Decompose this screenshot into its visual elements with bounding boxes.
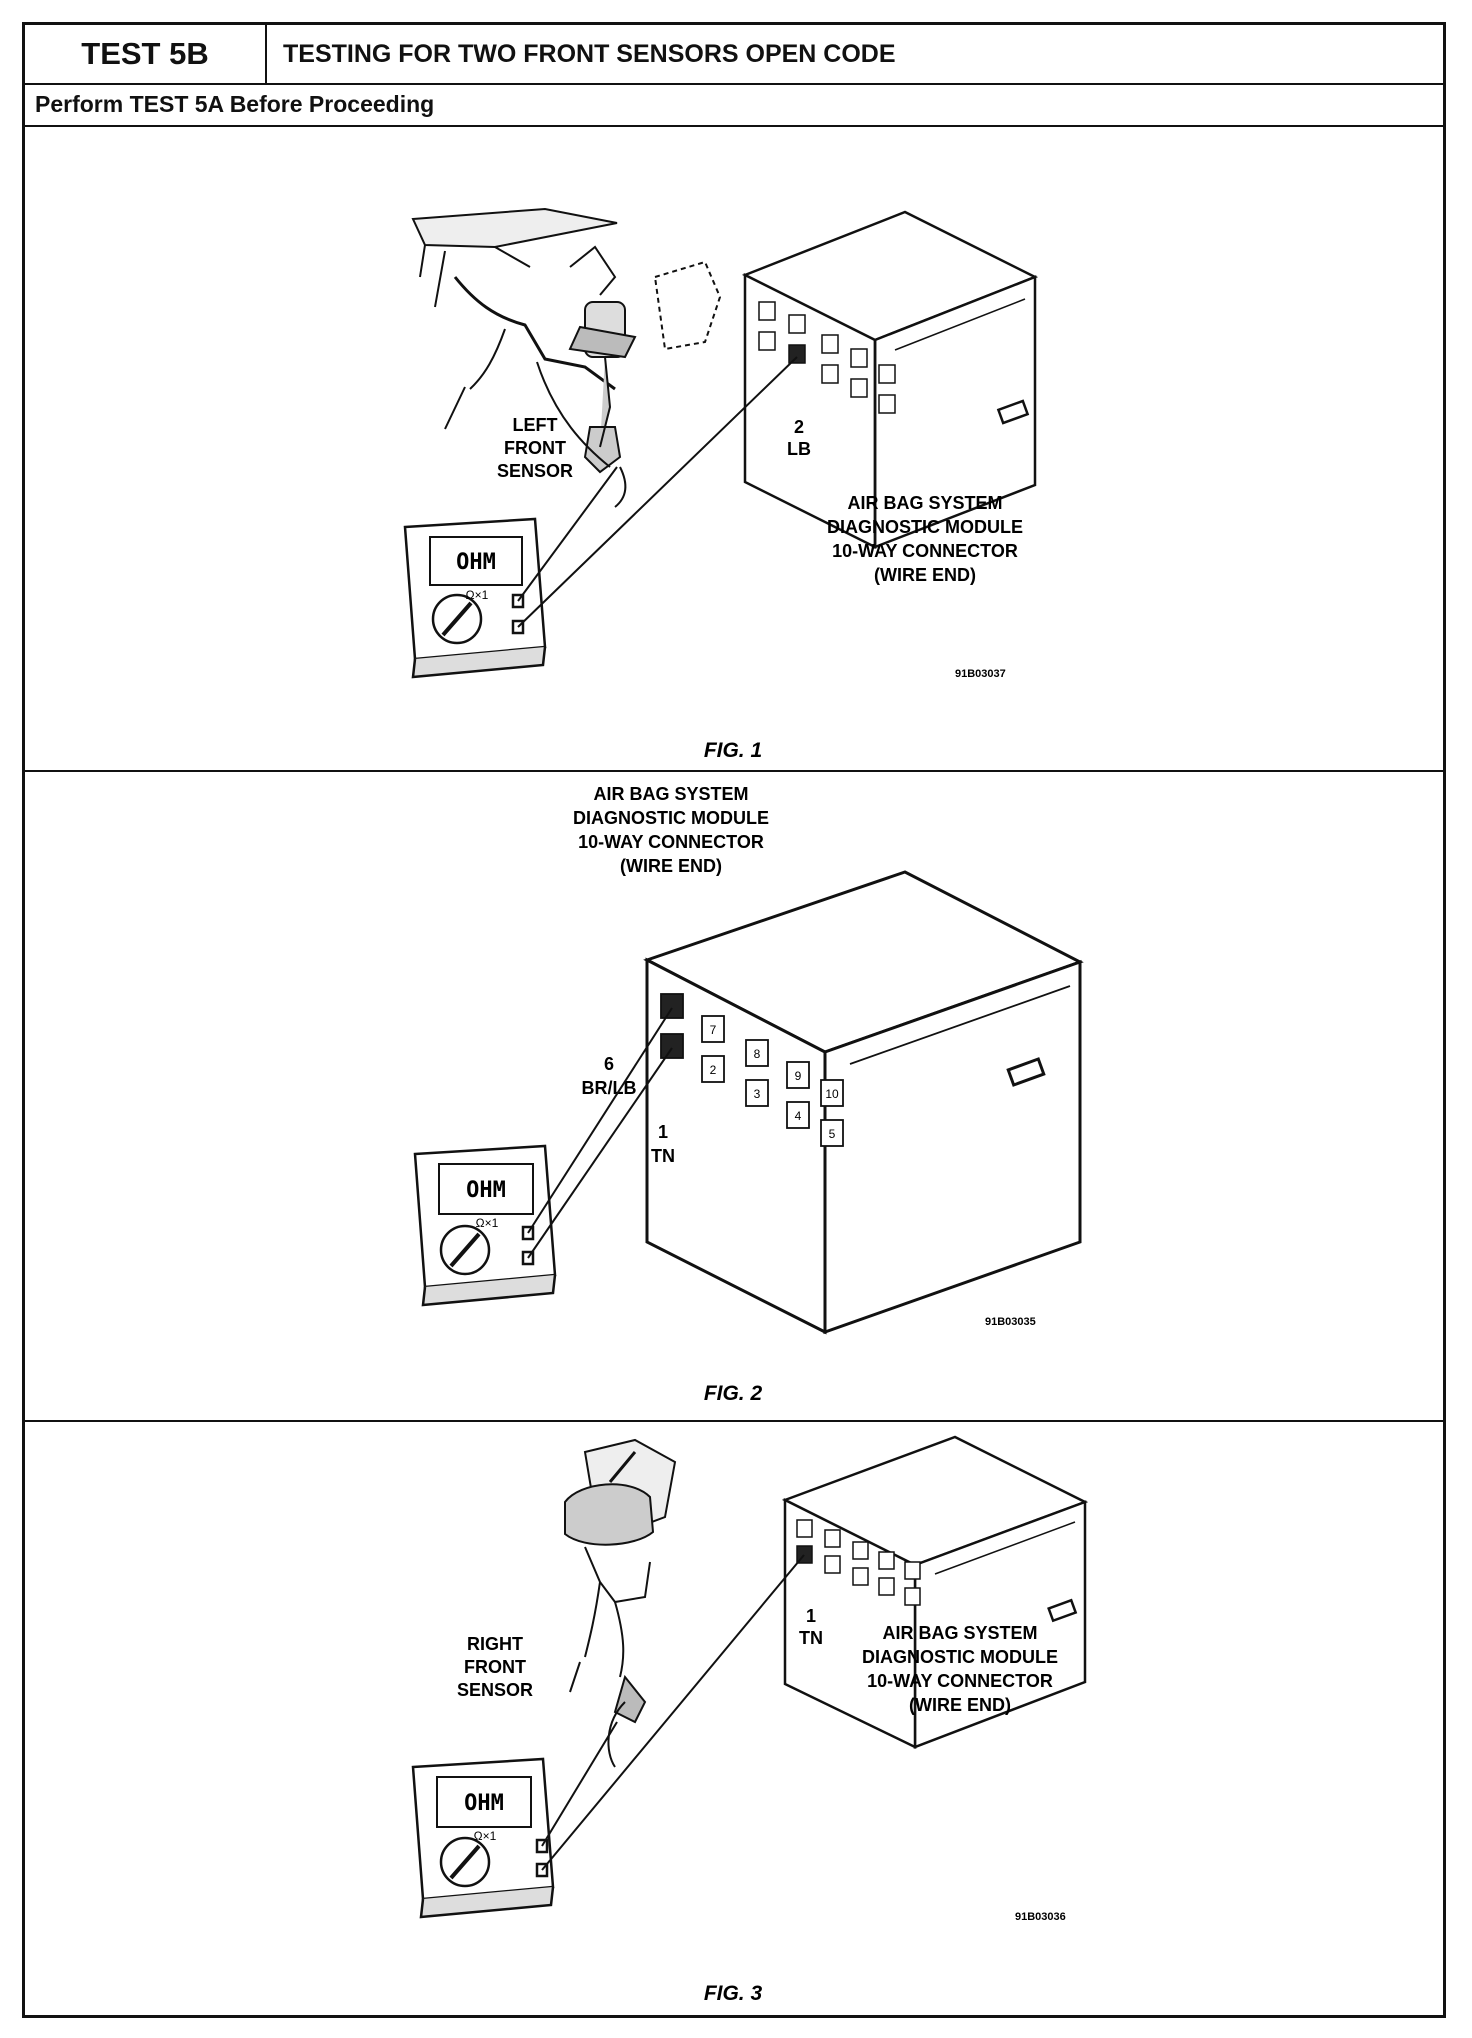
pin-label: 4 [795, 1109, 802, 1123]
fig3-connector-label-line4: (WIRE END) [909, 1695, 1011, 1715]
diagnostic-module-connector [643, 870, 1084, 1335]
right-front-sensor-illustration [564, 1438, 677, 1768]
figure-2-panel: AIR BAG SYSTEM DIAGNOSTIC MODULE 10-WAY … [25, 772, 1443, 1422]
fig3-connector-label-line2: DIAGNOSTIC MODULE [862, 1647, 1058, 1667]
test-prerequisite: Perform TEST 5A Before Proceeding [25, 83, 1443, 127]
figure-1-diagram: LEFT FRONT SENSOR [403, 207, 1039, 762]
connector-pin-grid [758, 301, 896, 414]
fig3-connector-label-line3: 10-WAY CONNECTOR [867, 1671, 1053, 1691]
fig2-pin-a-number: 6 [604, 1054, 614, 1074]
ohmmeter-display: OHM [464, 1791, 504, 1816]
pin-label: 3 [754, 1087, 761, 1101]
fig3-connector-label-line1: AIR BAG SYSTEM [882, 1623, 1037, 1643]
fig3-wire-color-label: TN [799, 1628, 823, 1648]
pin-label: 2 [710, 1063, 717, 1077]
right-front-sensor-label-line1: RIGHT [467, 1634, 523, 1654]
figure-2-diagram: AIR BAG SYSTEM DIAGNOSTIC MODULE 10-WAY … [413, 784, 1084, 1405]
ohmmeter-icon [403, 517, 547, 679]
test-page: TEST 5B TESTING FOR TWO FRONT SENSORS OP… [22, 22, 1446, 2018]
ohmmeter-icon [411, 1757, 555, 1919]
test-number: TEST 5B [25, 25, 267, 83]
fig2-caption: FIG. 2 [704, 1382, 763, 1405]
fig1-connector-label-line2: DIAGNOSTIC MODULE [827, 517, 1023, 537]
fig1-connector-label-line1: AIR BAG SYSTEM [847, 493, 1002, 513]
figure-3-panel: RIGHT FRONT SENSOR [25, 1422, 1443, 2015]
fig2-connector-label-line3: 10-WAY CONNECTOR [578, 832, 764, 852]
left-front-sensor-label-line1: LEFT [513, 415, 558, 435]
ohmmeter-range: Ω×1 [476, 1216, 499, 1230]
ohmmeter-display: OHM [466, 1178, 506, 1203]
pin-label: 5 [829, 1127, 836, 1141]
figure-1-panel: LEFT FRONT SENSOR [25, 127, 1443, 772]
fig3-pin-number-label: 1 [806, 1606, 816, 1626]
fig1-connector-label-line3: 10-WAY CONNECTOR [832, 541, 1018, 561]
fig3-caption: FIG. 3 [704, 1982, 763, 2005]
fig1-caption: FIG. 1 [704, 739, 762, 762]
test-title: TESTING FOR TWO FRONT SENSORS OPEN CODE [283, 39, 896, 68]
pin-label: 10 [825, 1087, 839, 1101]
fig2-pin-b-number: 1 [658, 1122, 668, 1142]
right-front-sensor-label-line3: SENSOR [457, 1680, 533, 1700]
fig2-drawing-code: 91B03035 [985, 1316, 1036, 1328]
fig2-connector-label-line2: DIAGNOSTIC MODULE [573, 808, 769, 828]
fig1-pin-number-label: 2 [794, 417, 804, 437]
fig3-drawing-code: 91B03036 [1015, 1911, 1066, 1923]
pin-label: 7 [710, 1023, 717, 1037]
ohmmeter-display: OHM [456, 550, 496, 575]
fig2-pin-a-color: BR/LB [582, 1078, 637, 1098]
ohmmeter-range: Ω×1 [474, 1829, 497, 1843]
connector-pin-grid [660, 993, 844, 1147]
fig1-wire-color-label: LB [787, 439, 811, 459]
diagnostic-module-connector [741, 210, 1039, 550]
ohmmeter-icon [413, 1144, 557, 1307]
fig2-connector-label-line4: (WIRE END) [620, 856, 722, 876]
ohmmeter-range: Ω×1 [466, 588, 489, 602]
fig2-connector-label-line1: AIR BAG SYSTEM [593, 784, 748, 804]
test-header: TEST 5B TESTING FOR TWO FRONT SENSORS OP… [25, 25, 1443, 85]
left-front-sensor-label-line3: SENSOR [497, 461, 573, 481]
fig2-pin-b-color: TN [651, 1146, 675, 1166]
fig2-test-leads [527, 1007, 673, 1259]
pin-label: 8 [754, 1047, 761, 1061]
left-front-sensor-illustration [411, 207, 722, 508]
left-front-sensor-label-line2: FRONT [504, 438, 566, 458]
fig1-connector-label-line4: (WIRE END) [874, 565, 976, 585]
fig1-drawing-code: 91B03037 [955, 668, 1006, 680]
connector-pin-numbers: 7 2 8 3 9 4 10 5 [710, 1023, 839, 1141]
fig3-test-leads [541, 1554, 805, 1871]
pin-label: 9 [795, 1069, 802, 1083]
figure-3-diagram: RIGHT FRONT SENSOR [411, 1435, 1089, 2005]
right-front-sensor-label-line2: FRONT [464, 1657, 526, 1677]
fig1-test-leads [517, 356, 798, 628]
